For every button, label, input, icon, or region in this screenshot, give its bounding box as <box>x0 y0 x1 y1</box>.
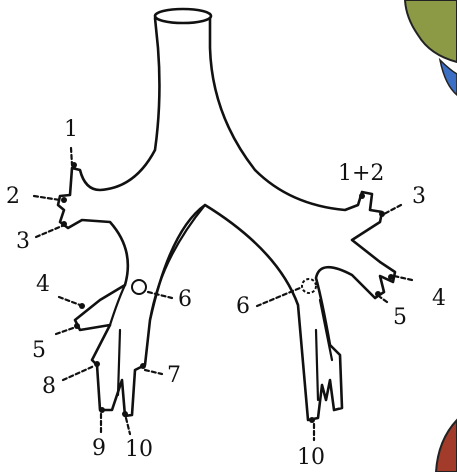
label-left-3: 3 <box>16 229 30 254</box>
label-left-2: 2 <box>6 184 20 209</box>
label-right-5: 5 <box>393 305 407 330</box>
label-left-4: 4 <box>36 272 50 297</box>
label-left-5: 5 <box>32 338 46 363</box>
label-right-10: 10 <box>297 445 325 470</box>
label-right-3: 3 <box>412 184 426 209</box>
label-left-8: 8 <box>42 374 56 399</box>
label-right-1-2: 1+2 <box>338 161 384 186</box>
label-left-9: 9 <box>92 436 106 461</box>
left-6-orifice <box>132 280 146 294</box>
corner-illustration-bottom <box>436 420 457 472</box>
label-right-6: 6 <box>236 294 250 319</box>
label-left-1: 1 <box>64 117 78 142</box>
label-right-4: 4 <box>432 286 446 311</box>
trachea <box>58 9 395 420</box>
trachea-opening <box>155 9 211 23</box>
corner-illustration-top <box>405 0 457 95</box>
label-left-10: 10 <box>125 437 153 462</box>
right-6-orifice <box>302 279 316 293</box>
label-left-6: 6 <box>178 287 192 312</box>
label-left-7: 7 <box>167 363 181 388</box>
